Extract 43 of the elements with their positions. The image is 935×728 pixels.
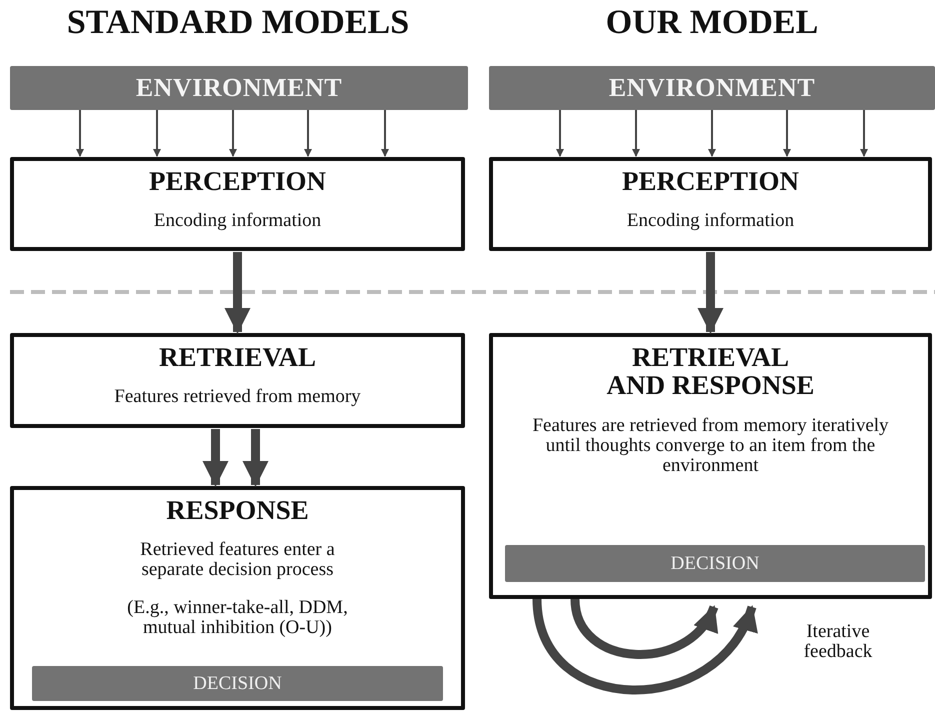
box-description: Features are retrieved from memory iteratively until thoughts converge to an item from the environment [531,416,890,476]
box-heading: RETRIEVAL [158,343,316,372]
decision-bar [505,545,925,582]
arrow [242,429,268,487]
arrow [708,110,716,157]
arrow [783,110,791,157]
arrow [556,110,564,157]
arrow [76,110,84,157]
arrow [381,110,389,157]
arrow [860,110,868,157]
box-heading: RESPONSE [166,496,309,524]
process-box [10,486,465,710]
arrow [632,110,640,157]
bar-label: DECISION [670,552,760,574]
bar-label: DECISION [193,672,282,694]
box-description: Encoding information [626,211,794,232]
box-heading: PERCEPTION [622,167,800,196]
box-description: Features retrieved from memory [114,387,361,408]
arrow [224,252,250,334]
column-title: OUR MODEL [606,4,818,42]
arrow [229,110,237,157]
decision-bar [32,666,443,701]
arrow [202,429,228,487]
column-title: STANDARD MODELS [66,4,410,42]
process-box [10,157,465,251]
feedback-arrow [570,598,718,659]
feedback-arrow [532,598,756,694]
band-label: ENVIRONMENT [608,73,816,103]
environment-band [489,66,935,110]
arrow [698,252,724,334]
process-box [489,333,932,599]
box-heading: PERCEPTION [148,167,326,196]
environment-band [10,66,468,110]
arrow [153,110,161,157]
box-description: (E.g., winner-take-all, DDM, mutual inhibition (O-U)) [126,598,349,638]
box-description: Encoding information [154,211,322,232]
annotation-text: Iterative feedback [802,622,874,662]
process-box [10,333,465,428]
band-label: ENVIRONMENT [136,73,342,103]
arrow [304,110,312,157]
box-heading: RETRIEVAL AND RESPONSE [606,343,816,400]
process-box [489,157,932,251]
box-description: Retrieved features enter a separate decision process [139,540,336,580]
